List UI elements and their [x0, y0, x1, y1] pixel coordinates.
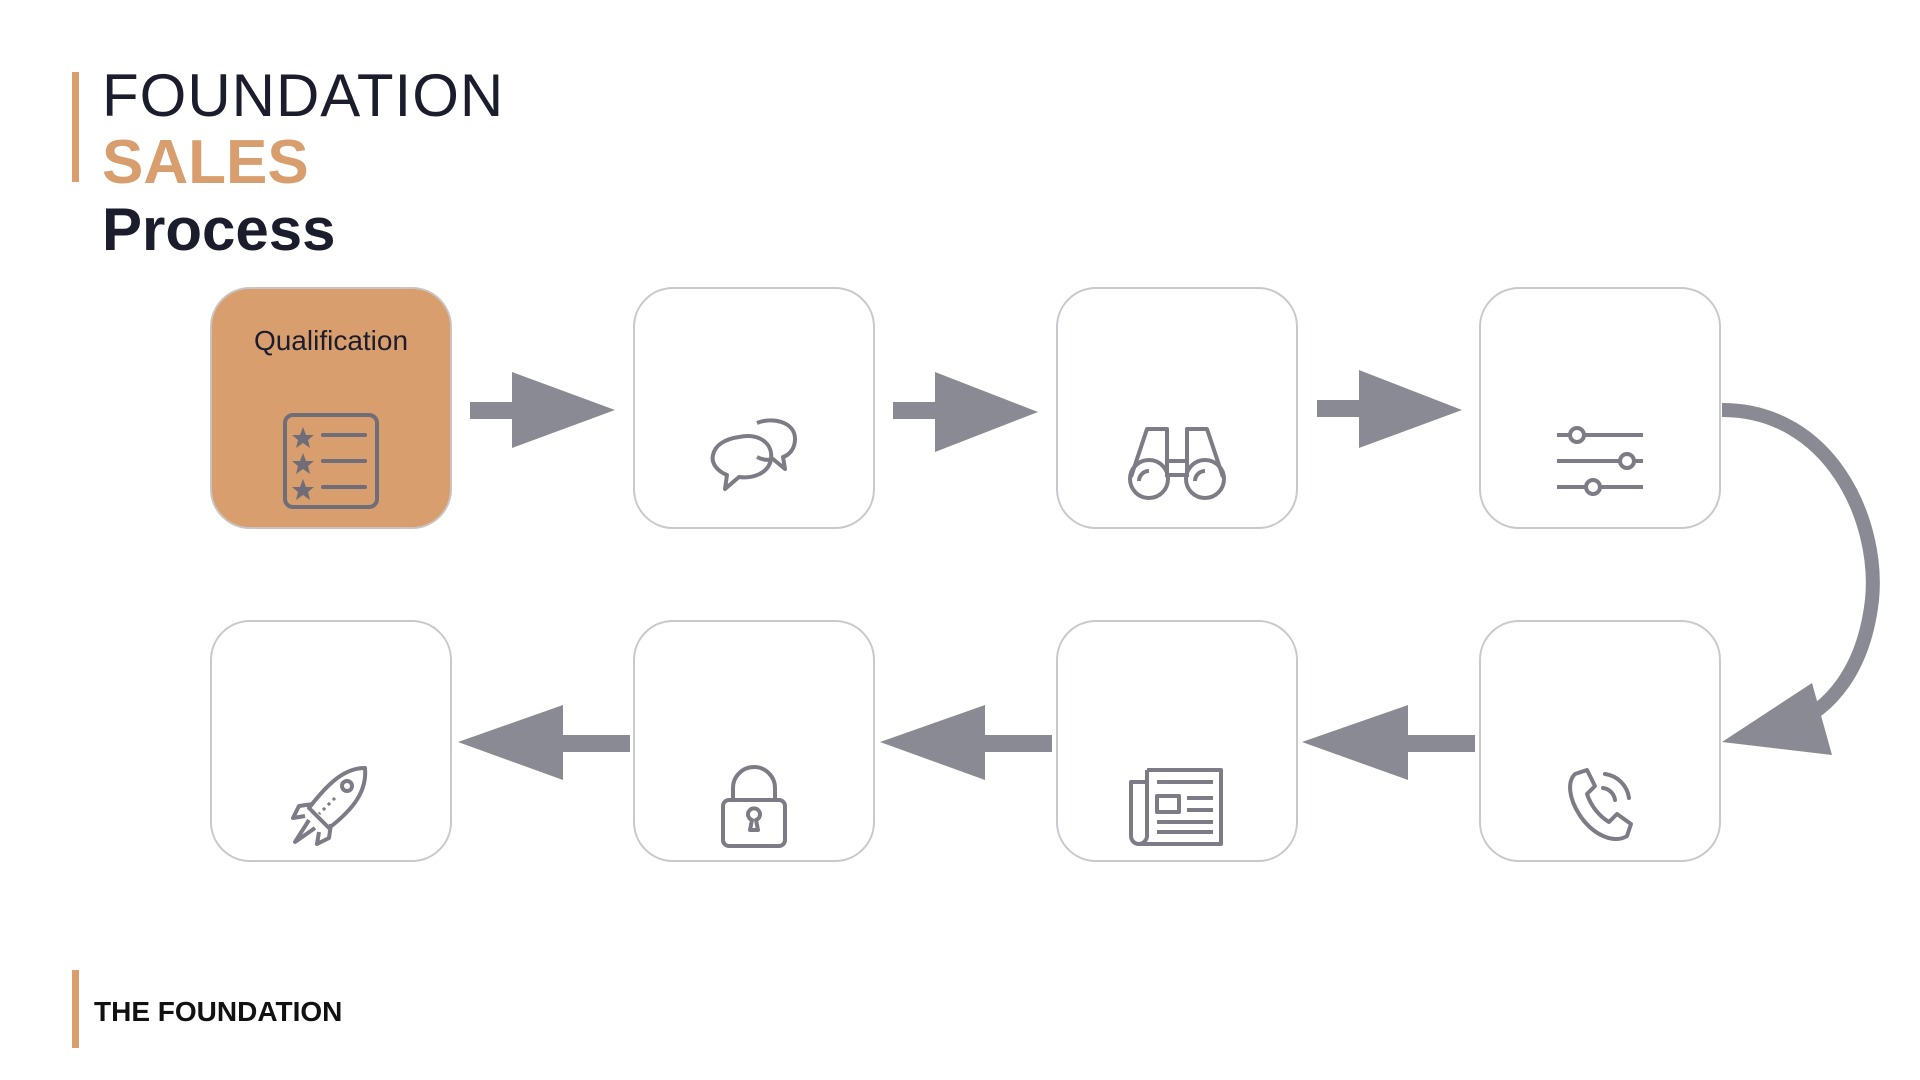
arrow-right-3 [1317, 370, 1462, 448]
padlock-icon [721, 765, 787, 848]
phone-call-icon [1568, 768, 1633, 842]
step-qualification[interactable]: Qualification [210, 287, 452, 529]
binoculars-icon [1128, 427, 1226, 500]
arrow-left-1 [1302, 705, 1475, 780]
chat-bubbles-icon [710, 418, 797, 491]
rocket-icon [291, 766, 368, 846]
arrow-left-2 [880, 705, 1052, 780]
arrow-right-1 [470, 372, 615, 448]
step-launch[interactable] [210, 620, 452, 862]
title-line-process: Process [102, 196, 336, 263]
newspaper-icon [1129, 768, 1223, 846]
step-proposal[interactable] [1056, 620, 1298, 862]
step-discovery[interactable] [1056, 287, 1298, 529]
title-line-sales: SALES [102, 128, 309, 197]
title-accent-bar [72, 72, 79, 182]
title-line-foundation: FOUNDATION [102, 62, 505, 129]
step-communication[interactable] [633, 287, 875, 529]
arrow-left-3 [458, 705, 630, 780]
footer-accent-bar [72, 970, 79, 1048]
arrow-right-2 [893, 372, 1038, 452]
step-contact[interactable] [1479, 620, 1721, 862]
curved-arrow [1721, 403, 1880, 732]
curved-arrow-head [1722, 683, 1832, 755]
checklist-icon [283, 413, 379, 509]
sliders-icon [1557, 426, 1643, 496]
step-label: Qualification [253, 325, 409, 356]
footer-brand: THE FOUNDATION [94, 996, 343, 1027]
step-configuration[interactable] [1479, 287, 1721, 529]
step-close[interactable] [633, 620, 875, 862]
